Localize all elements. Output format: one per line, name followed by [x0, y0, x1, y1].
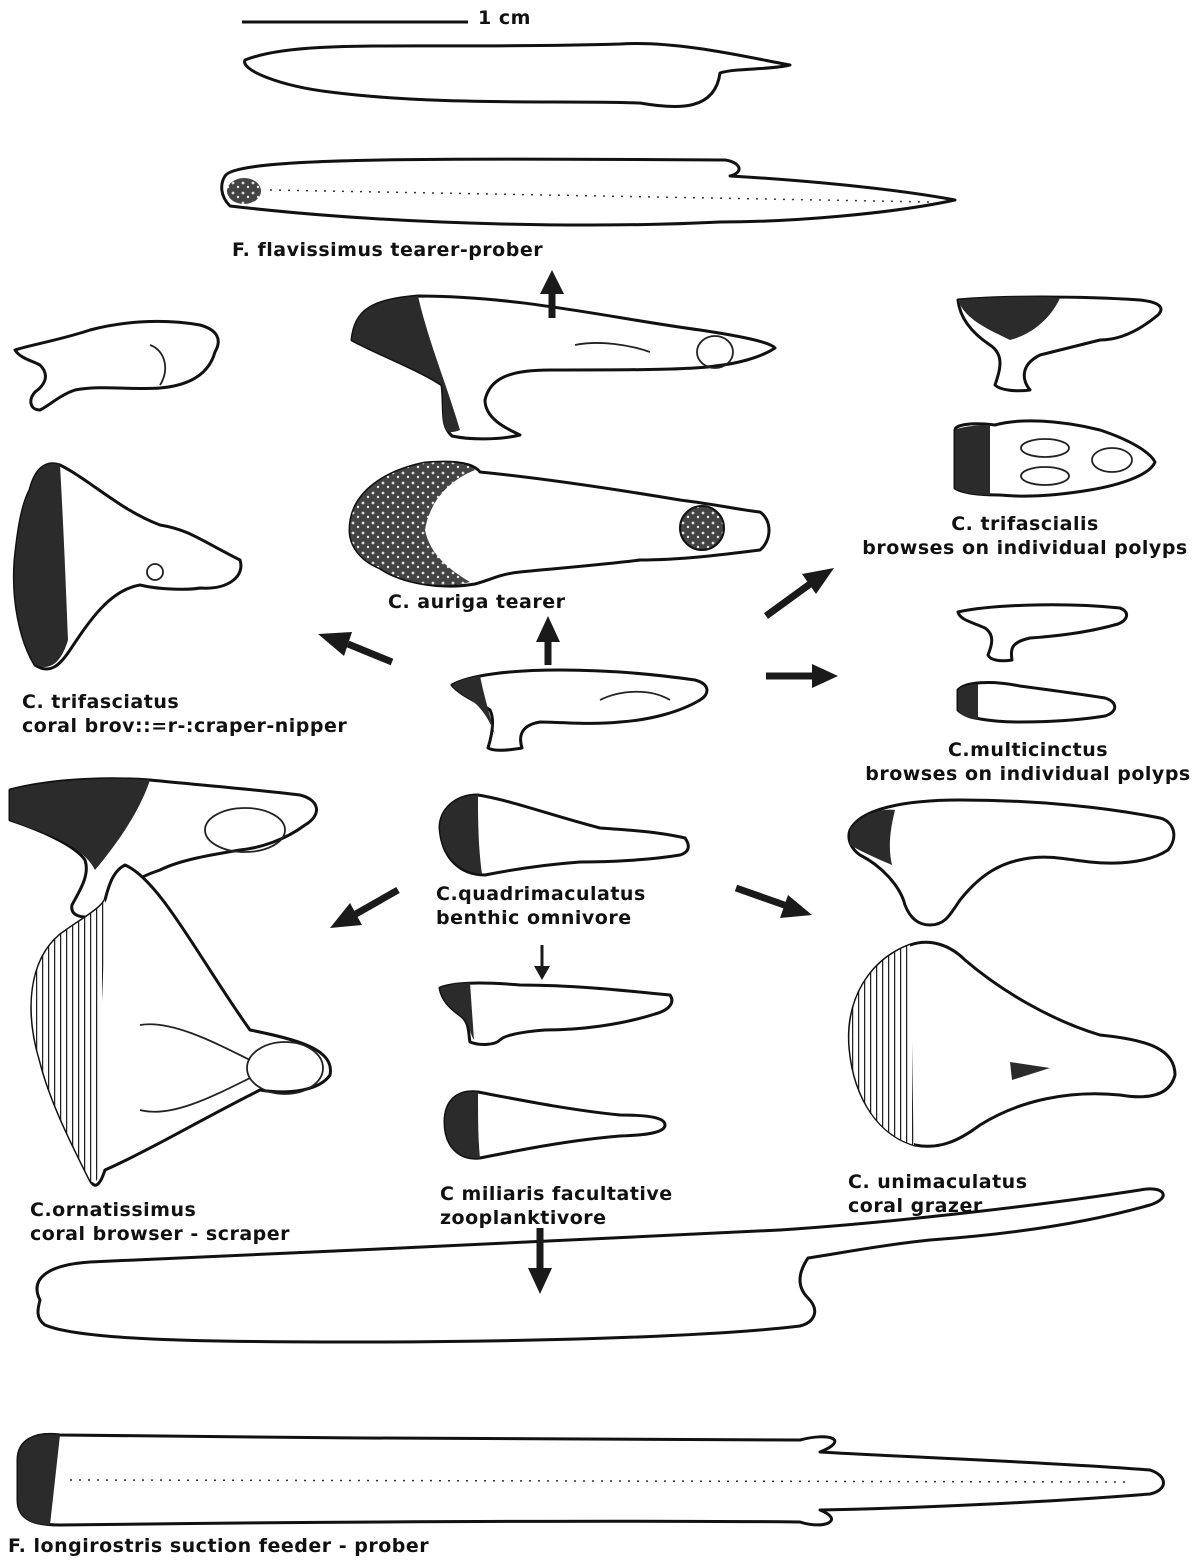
quadrimaculatus-name: C.quadrimaculatus — [436, 882, 646, 906]
unimaculatus-name: C. unimaculatus — [848, 1170, 1028, 1194]
trifascialis-label: C. trifascialis browses on individual po… — [860, 512, 1190, 560]
longirostris-dorsal-skull — [18, 1434, 1164, 1525]
unimaculatus-lateral-skull — [849, 800, 1174, 925]
arrow-to-multicinctus — [766, 664, 838, 688]
unimaculatus-dorsal-hatch — [849, 945, 914, 1145]
arrow-to-trifascialis — [766, 568, 834, 616]
auriga-label: C. auriga tearer — [388, 590, 565, 614]
multicinctus-dorsal-skull — [958, 683, 1115, 722]
trifasciatus-lateral-skull — [15, 321, 218, 410]
multicinctus-name: C.multicinctus — [858, 738, 1198, 762]
quadrimaculatus-diet: benthic omnivore — [436, 906, 646, 930]
quadrimaculatus-lateral-skull — [452, 670, 707, 750]
miliaris-label: C miliaris facultative zooplanktivore — [440, 1182, 673, 1230]
ornatissimus-dorsal-hatch — [32, 900, 105, 1182]
multicinctus-diet: browses on individual polyps — [858, 762, 1198, 786]
arrow-to-ornatissimus — [330, 890, 398, 928]
trifascialis-name: C. trifascialis — [860, 512, 1190, 536]
miliaris-diet: zooplanktivore — [440, 1206, 673, 1230]
quadrimaculatus-label: C.quadrimaculatus benthic omnivore — [436, 882, 646, 930]
miliaris-name: C miliaris facultative — [440, 1182, 673, 1206]
miliaris-lateral-skull — [440, 983, 672, 1044]
arrow-to-trifasciatus — [318, 632, 392, 662]
unimaculatus-diet: coral grazer — [848, 1194, 1028, 1218]
flavissimus-dorsal-skull — [222, 159, 955, 225]
ornatissimus-label: C.ornatissimus coral browser - scraper — [30, 1198, 290, 1246]
unimaculatus-label: C. unimaculatus coral grazer — [848, 1170, 1028, 1218]
arrow-up-to-auriga — [536, 616, 560, 665]
trifasciatus-name: C. trifasciatus — [22, 690, 347, 714]
scale-bar-label: 1 cm — [478, 6, 531, 30]
arrow-down-to-miliaris — [534, 945, 550, 980]
trifascialis-diet: browses on individual polyps — [860, 536, 1190, 560]
trifasciatus-diet: coral brov::=r-:craper-nipper — [22, 714, 347, 738]
trifasciatus-label: C. trifasciatus coral brov::=r-:craper-n… — [22, 690, 347, 738]
flavissimus-label: F. flavissimus tearer-prober — [232, 238, 543, 262]
auriga-dorsal-knob — [680, 506, 724, 550]
multicinctus-lateral-skull — [958, 605, 1127, 661]
multicinctus-label: C.multicinctus browses on individual pol… — [858, 738, 1198, 786]
flavissimus-rostral-patch — [227, 178, 261, 204]
arrow-to-unimaculatus — [736, 888, 812, 918]
flavissimus-lateral-skull — [245, 43, 790, 106]
longirostris-label: F. longirostris suction feeder - prober — [8, 1534, 429, 1558]
ornatissimus-diet: coral browser - scraper — [30, 1222, 290, 1246]
ornatissimus-name: C.ornatissimus — [30, 1198, 290, 1222]
